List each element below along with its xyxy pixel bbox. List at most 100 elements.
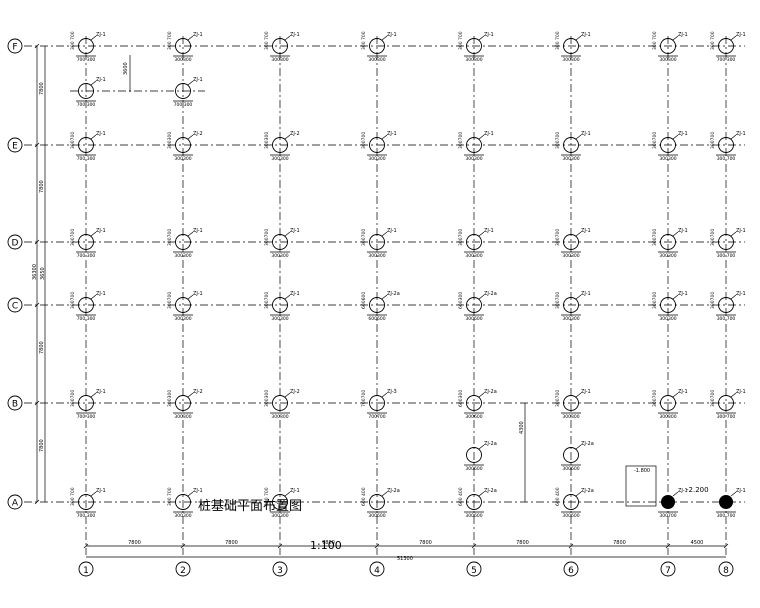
- pile-leader: [672, 294, 679, 300]
- pile-dim-label: 700 300: [717, 57, 736, 63]
- pile-circle: [369, 234, 385, 250]
- dim-tick: [34, 142, 40, 148]
- pile-leader: [90, 35, 97, 41]
- pile-tag: ZJ-1: [678, 228, 688, 234]
- pile-circle: [272, 234, 288, 250]
- pile-tag: ZJ-1: [96, 228, 106, 234]
- pile-dim-label: 300300: [271, 316, 288, 322]
- pile-side-label: 300700: [710, 390, 716, 407]
- pile-dim-label: 300600: [465, 466, 482, 472]
- pile-tag: ZJ-2: [193, 389, 203, 395]
- pile-dim-label: 300300: [659, 57, 676, 63]
- row-axis-label: F: [12, 43, 17, 53]
- pile-tag: ZJ-2a: [581, 441, 594, 447]
- pile-tag: ZJ-2a: [484, 389, 497, 395]
- total-dimension: 51300: [397, 556, 413, 562]
- pile-side-label: 300700: [458, 229, 464, 246]
- pile-circle: [660, 395, 676, 411]
- pile-leader: [284, 491, 291, 497]
- pile-side-label: 300700: [70, 390, 76, 407]
- pile-tag: ZJ-1: [581, 389, 591, 395]
- pile-dim-label: 700 300: [77, 414, 96, 420]
- pile-leader: [730, 35, 737, 41]
- pile-side-label: 300700: [555, 132, 561, 149]
- dim-tick: [34, 43, 40, 49]
- dim-tick: [180, 543, 186, 549]
- column-spacing-label: 7800: [128, 540, 141, 546]
- column-axis-label: 6: [568, 566, 574, 576]
- pile-leader: [187, 35, 194, 41]
- pile-dim-label: 300300: [562, 316, 579, 322]
- pile-side-label: 600300: [458, 390, 464, 407]
- pile-tag: ZJ-1: [290, 228, 300, 234]
- pile-circle: [563, 395, 579, 411]
- pile-side-label: 300 700: [652, 31, 658, 50]
- pile-tag: ZJ-1: [678, 32, 688, 38]
- pile-dim-label: 300600: [465, 414, 482, 420]
- column-axis-bubble: [78, 561, 94, 577]
- pile-side-label: 300300: [264, 132, 270, 149]
- pile-side-label: 300700: [710, 132, 716, 149]
- pile-dim-label: 300600: [562, 513, 579, 519]
- column-axis-label: 4: [374, 566, 380, 576]
- pile-tag: ZJ-1: [193, 488, 203, 494]
- row-axis-bubble: [7, 234, 23, 250]
- pile-tag: ZJ-1: [678, 291, 688, 297]
- pile-leader: [381, 491, 388, 497]
- pile-side-label: 300 700: [167, 487, 173, 506]
- pile-tag: ZJ-1: [581, 291, 591, 297]
- column-axis-label: 8: [723, 566, 729, 576]
- column-axis-bubble: [718, 561, 734, 577]
- pile-leader: [575, 35, 582, 41]
- pile-circle: [175, 494, 191, 510]
- pile-dim-label: 700700: [368, 414, 385, 420]
- pile-leader: [478, 294, 485, 300]
- pile-leader: [730, 392, 737, 398]
- pile-tag: ZJ-1: [96, 77, 106, 83]
- pile-circle: [660, 38, 676, 54]
- pile-circle: [563, 297, 579, 313]
- pile-side-label: 300 700: [70, 31, 76, 50]
- pile-circle: [718, 234, 734, 250]
- pile-tag: ZJ-1: [387, 32, 397, 38]
- pile-leader: [284, 231, 291, 237]
- pile-dim-label: 700 300: [174, 102, 193, 108]
- pile-side-label: 300 700: [264, 487, 270, 506]
- pile-tag: ZJ-1: [581, 131, 591, 137]
- pile-circle: [718, 297, 734, 313]
- pile-circle: [272, 297, 288, 313]
- pile-dim-label: 700 300: [77, 156, 96, 162]
- pile-leader: [90, 80, 97, 86]
- row-spacing-label: 7800: [39, 180, 45, 193]
- pile-circle: [466, 137, 482, 153]
- pile-dim-label: 300300: [174, 513, 191, 519]
- row-axis-bubble: [7, 395, 23, 411]
- pile-leader: [284, 294, 291, 300]
- pile-tag: ZJ-2a: [387, 488, 400, 494]
- pile-marker: ZJ-1 300300 300 700: [167, 487, 203, 519]
- pile-leader: [90, 231, 97, 237]
- pile-dim-label: 700 300: [77, 253, 96, 259]
- column-axis-label: 7: [665, 566, 671, 576]
- pile-leader: [478, 444, 485, 450]
- row-axis-label: A: [12, 499, 19, 509]
- pile-tag: ZJ-2: [290, 389, 300, 395]
- pile-circle: [466, 447, 482, 463]
- pile-circle: [660, 137, 676, 153]
- pile-dim-label: 300300: [271, 57, 288, 63]
- row-axis-bubble: [7, 297, 23, 313]
- pile-leader: [672, 392, 679, 398]
